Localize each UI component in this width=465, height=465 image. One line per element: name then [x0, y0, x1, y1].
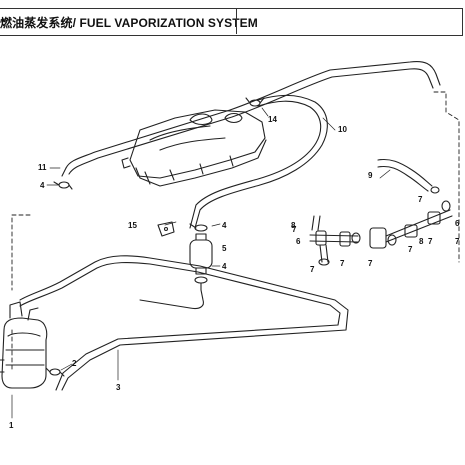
callout-1: 1: [9, 421, 14, 430]
callout-5: 5: [222, 244, 227, 253]
hose-9: [377, 158, 440, 194]
hose-11: [53, 167, 73, 190]
vapor-canister-1: [0, 301, 48, 389]
callout-6: 6: [296, 237, 301, 246]
callout-4: 4: [222, 262, 227, 271]
diagram-title: 燃油蒸发系统/ FUEL VAPORIZATION SYSTEM: [0, 16, 258, 30]
callout-4: 4: [40, 181, 45, 190]
callout-7: 7: [408, 245, 413, 254]
callout-7: 7: [455, 237, 460, 246]
callout-7: 7: [368, 259, 373, 268]
vent-hose-loop: [189, 94, 328, 229]
callout-14: 14: [268, 115, 277, 124]
dashed-reference-lines: [11, 91, 460, 371]
callout-labels: 1 2 3 4 4 4 5 6 6 7 7 7 7 7 7 7 7 8 8 9 …: [9, 115, 460, 430]
callout-7: 7: [340, 259, 345, 268]
leader-lines: [11, 107, 391, 419]
callout-9: 9: [368, 171, 373, 180]
vent-hose-10: [65, 60, 441, 175]
filter-5: [189, 223, 213, 291]
callout-2: 2: [72, 359, 77, 368]
callout-7: 7: [428, 237, 433, 246]
hose-3: [19, 255, 349, 391]
hose-filter-to-canister: [139, 289, 204, 310]
callout-7: 7: [310, 265, 315, 274]
callout-11: 11: [38, 163, 47, 172]
callout-6: 6: [455, 219, 460, 228]
callout-10: 10: [338, 125, 347, 134]
callout-8: 8: [419, 237, 424, 246]
fuel-tank: [121, 109, 267, 187]
callout-4: 4: [222, 221, 227, 230]
callout-3: 3: [116, 383, 121, 392]
callout-7: 7: [418, 195, 423, 204]
clamp-2-icon: [45, 367, 65, 377]
title-bar: 燃油蒸发系统/ FUEL VAPORIZATION SYSTEM: [0, 8, 463, 36]
valve-assembly: [309, 200, 453, 266]
callout-8: 8: [291, 221, 296, 230]
title-divider: [236, 9, 237, 34]
bracket-15: [157, 221, 175, 237]
callout-15: 15: [128, 221, 137, 230]
callout-7: 7: [292, 225, 297, 234]
clamp-14-icon: [245, 97, 265, 107]
